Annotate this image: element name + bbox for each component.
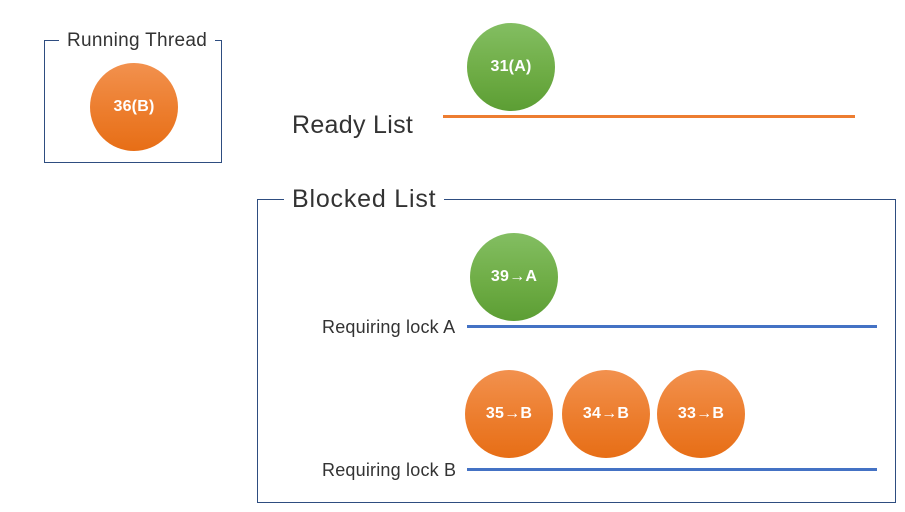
running-thread-frame: Running Thread xyxy=(44,30,222,163)
ready-list-line xyxy=(443,115,855,118)
lock-a-queue-label: Requiring lock A xyxy=(322,317,456,337)
blocked-list-frame: Blocked List xyxy=(257,185,896,503)
thread-node-blocked-lock-b-1: 35→B xyxy=(465,370,553,458)
thread-node-blocked-lock-b-2: 34→B xyxy=(562,370,650,458)
thread-node-ready: 31(A) xyxy=(467,23,555,111)
running-thread-title: Running Thread xyxy=(59,30,216,52)
thread-node-blocked-lock-b-3: 33→B xyxy=(657,370,745,458)
blocked-list-title: Blocked List xyxy=(284,185,445,214)
thread-node-blocked-lock-a: 39→A xyxy=(470,233,558,321)
lock-b-queue-line xyxy=(467,468,877,471)
ready-list-title: Ready List xyxy=(292,111,414,139)
lock-a-queue-line xyxy=(467,325,877,328)
lock-b-queue-label: Requiring lock B xyxy=(322,460,457,480)
thread-node-running: 36(B) xyxy=(90,63,178,151)
